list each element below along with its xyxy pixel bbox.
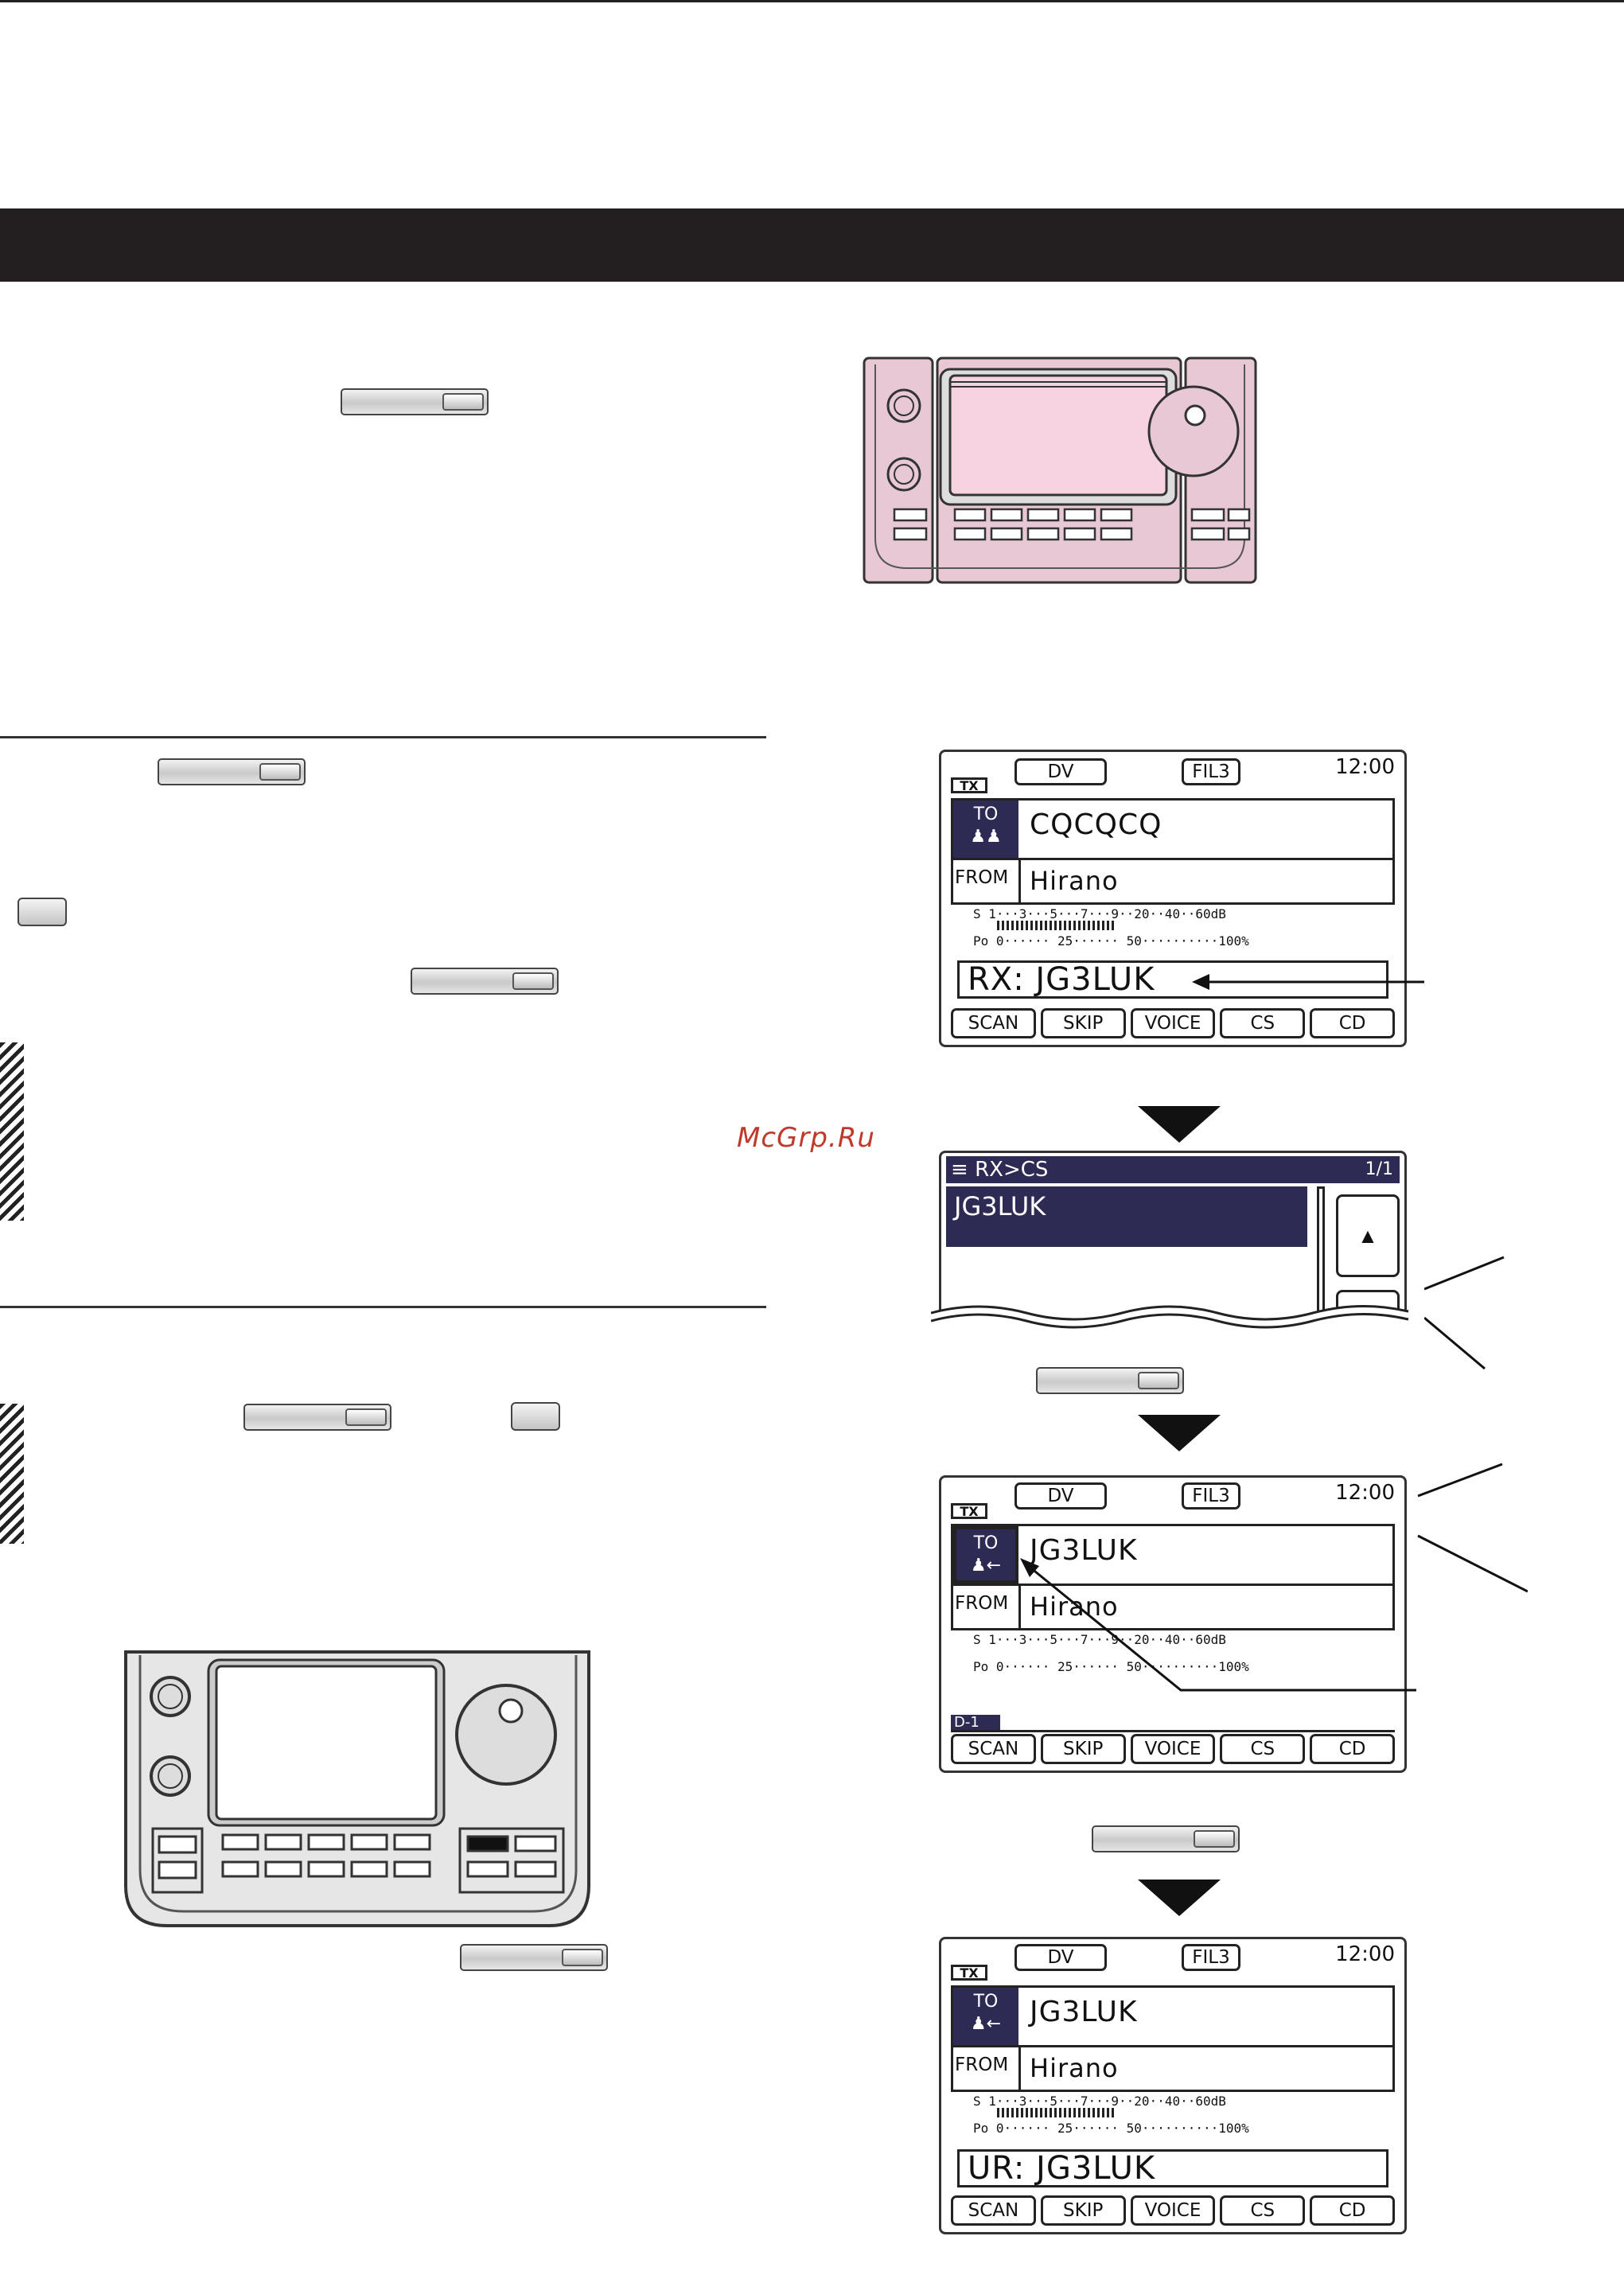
softkey-skip[interactable]: SKIP (1040, 1734, 1126, 1764)
softkey-scan[interactable]: SCAN (951, 2195, 1036, 2226)
s-meter-bars (997, 921, 1116, 930)
softkey-cd[interactable]: CD (1310, 1008, 1395, 1038)
section-header-band (0, 208, 1624, 282)
list-header: ≡ RX>CS 1/1 (946, 1156, 1400, 1183)
key-icon (411, 968, 559, 995)
clock: 12:00 (1335, 1942, 1395, 1966)
to-label-box: TO ♟♟ (953, 801, 1018, 858)
clock: 12:00 (1335, 1481, 1395, 1505)
page-indicator: 1/1 (1365, 1159, 1393, 1179)
call-sign-frame: TO♟← JG3LUK FROM Hirano (951, 1985, 1395, 2092)
callout-arrow (1192, 974, 1424, 990)
rx-callsign-line[interactable]: RX: JG3LUK (957, 960, 1388, 999)
key-icon (1092, 1825, 1240, 1852)
radio-front-panel-illustration (124, 1650, 590, 1927)
mode-indicator: DV (1015, 758, 1107, 785)
to-label: TO (973, 804, 999, 824)
call-sign-frame: TO ♟♟ CQCQCQ FROM Hirano (951, 798, 1395, 905)
filter-indicator: FIL3 (1182, 1482, 1240, 1510)
tx-indicator: TX (951, 1965, 987, 1981)
to-callsign: CQCQCQ (1030, 808, 1163, 841)
scroll-down-button[interactable] (1336, 1290, 1400, 1313)
softkey-cd[interactable]: CD (1310, 2195, 1395, 2226)
softkey-cs[interactable]: CS (1220, 1734, 1306, 1764)
note-hatch-bar (0, 1042, 24, 1221)
tx-indicator: TX (951, 777, 987, 793)
list-title: RX>CS (975, 1158, 1049, 1182)
to-callsign: JG3LUK (1030, 1534, 1138, 1567)
group-icon: ♟♟ (970, 827, 1002, 847)
section-divider (0, 736, 766, 738)
softkey-cs[interactable]: CS (1220, 2195, 1306, 2226)
flow-arrow-icon (1138, 1415, 1221, 1451)
scroll-up-button[interactable]: ▲ (1336, 1194, 1400, 1277)
flow-arrow-icon (1138, 1106, 1221, 1143)
key-icon (243, 1404, 391, 1431)
softkey-row: SCAN SKIP VOICE CS CD (951, 1734, 1395, 1764)
callout-lines (1424, 1256, 1505, 1370)
softkey-voice[interactable]: VOICE (1130, 1008, 1216, 1038)
radio-panel-highlight-illustration (863, 356, 1257, 584)
softkey-row: SCAN SKIP VOICE CS CD (951, 1008, 1395, 1038)
s-meter-bars (997, 2108, 1116, 2117)
softkey-skip[interactable]: SKIP (1040, 2195, 1126, 2226)
to-label: TO (973, 1992, 999, 2012)
key-icon (158, 758, 306, 785)
display-screen-1: DV FIL3 12:00 TX TO ♟♟ CQCQCQ FROM Hirano… (939, 750, 1407, 1047)
memory-tag: D-1 (951, 1715, 1000, 1731)
torn-edge (931, 1305, 1424, 1329)
po-meter-scale: Po 0······ 25······ 50··········100% (973, 2121, 1249, 2136)
small-key-icon (18, 898, 67, 926)
filter-indicator: FIL3 (1182, 1944, 1240, 1971)
s-meter-scale: S 1···3···5···7···9··20··40··60dB (973, 1632, 1226, 1647)
key-icon (341, 388, 489, 415)
menu-lines-icon: ≡ (951, 1158, 968, 1182)
softkey-skip[interactable]: SKIP (1040, 1008, 1126, 1038)
key-icon (1036, 1367, 1184, 1394)
watermark-text: McGrp.Ru (737, 1122, 875, 1154)
top-rule (0, 0, 1624, 2)
softkey-scan[interactable]: SCAN (951, 1734, 1036, 1764)
softkey-cd[interactable]: CD (1310, 1734, 1395, 1764)
display-screen-4: DV FIL3 12:00 TX TO♟← JG3LUK FROM Hirano… (939, 1937, 1407, 2234)
po-meter-scale: Po 0······ 25······ 50··········100% (973, 933, 1249, 949)
softkey-voice[interactable]: VOICE (1130, 2195, 1216, 2226)
call-sign-frame: TO ♟← JG3LUK FROM Hirano (951, 1524, 1395, 1630)
mode-indicator: DV (1015, 1482, 1107, 1510)
ur-callsign-line: UR: JG3LUK (957, 2149, 1388, 2187)
section-divider (0, 1306, 766, 1308)
softkey-cs[interactable]: CS (1220, 1008, 1306, 1038)
s-meter-scale: S 1···3···5···7···9··20··40··60dB (973, 906, 1226, 921)
softkey-voice[interactable]: VOICE (1130, 1734, 1216, 1764)
note-hatch-bar (0, 1404, 24, 1544)
filter-indicator: FIL3 (1182, 758, 1240, 785)
to-callsign: JG3LUK (1030, 1996, 1138, 2028)
to-label: TO (973, 1533, 999, 1553)
softkey-scan[interactable]: SCAN (951, 1008, 1036, 1038)
s-meter-scale: S 1···3···5···7···9··20··40··60dB (973, 2094, 1226, 2109)
individual-station-icon: ♟← (970, 2014, 1002, 2034)
from-label: FROM (955, 1593, 1009, 1614)
to-label-box-selected[interactable]: TO ♟← (953, 1526, 1018, 1584)
to-label-box: TO♟← (953, 1988, 1018, 2045)
small-key-icon (511, 1402, 560, 1431)
mode-indicator: DV (1015, 1944, 1107, 1971)
individual-station-icon: ♟← (970, 1556, 1002, 1576)
tx-indicator: TX (951, 1503, 987, 1519)
from-label: FROM (955, 867, 1009, 888)
softkey-row: SCAN SKIP VOICE CS CD (951, 2195, 1395, 2226)
flow-arrow-icon (1138, 1880, 1221, 1916)
callout-lines (1020, 1463, 1528, 1692)
list-item-selected[interactable]: JG3LUK (946, 1186, 1307, 1247)
display-screen-3: DV FIL3 12:00 TX TO ♟← JG3LUK FROM Hirano… (939, 1475, 1407, 1773)
display-screen-rx-cs-list: ≡ RX>CS 1/1 JG3LUK ▲ (939, 1151, 1407, 1313)
key-icon (460, 1944, 608, 1971)
from-callsign: Hirano (1030, 2053, 1119, 2083)
from-callsign: Hirano (1030, 1591, 1119, 1622)
from-callsign: Hirano (1030, 866, 1119, 896)
from-label: FROM (955, 2055, 1009, 2075)
clock: 12:00 (1335, 755, 1395, 779)
